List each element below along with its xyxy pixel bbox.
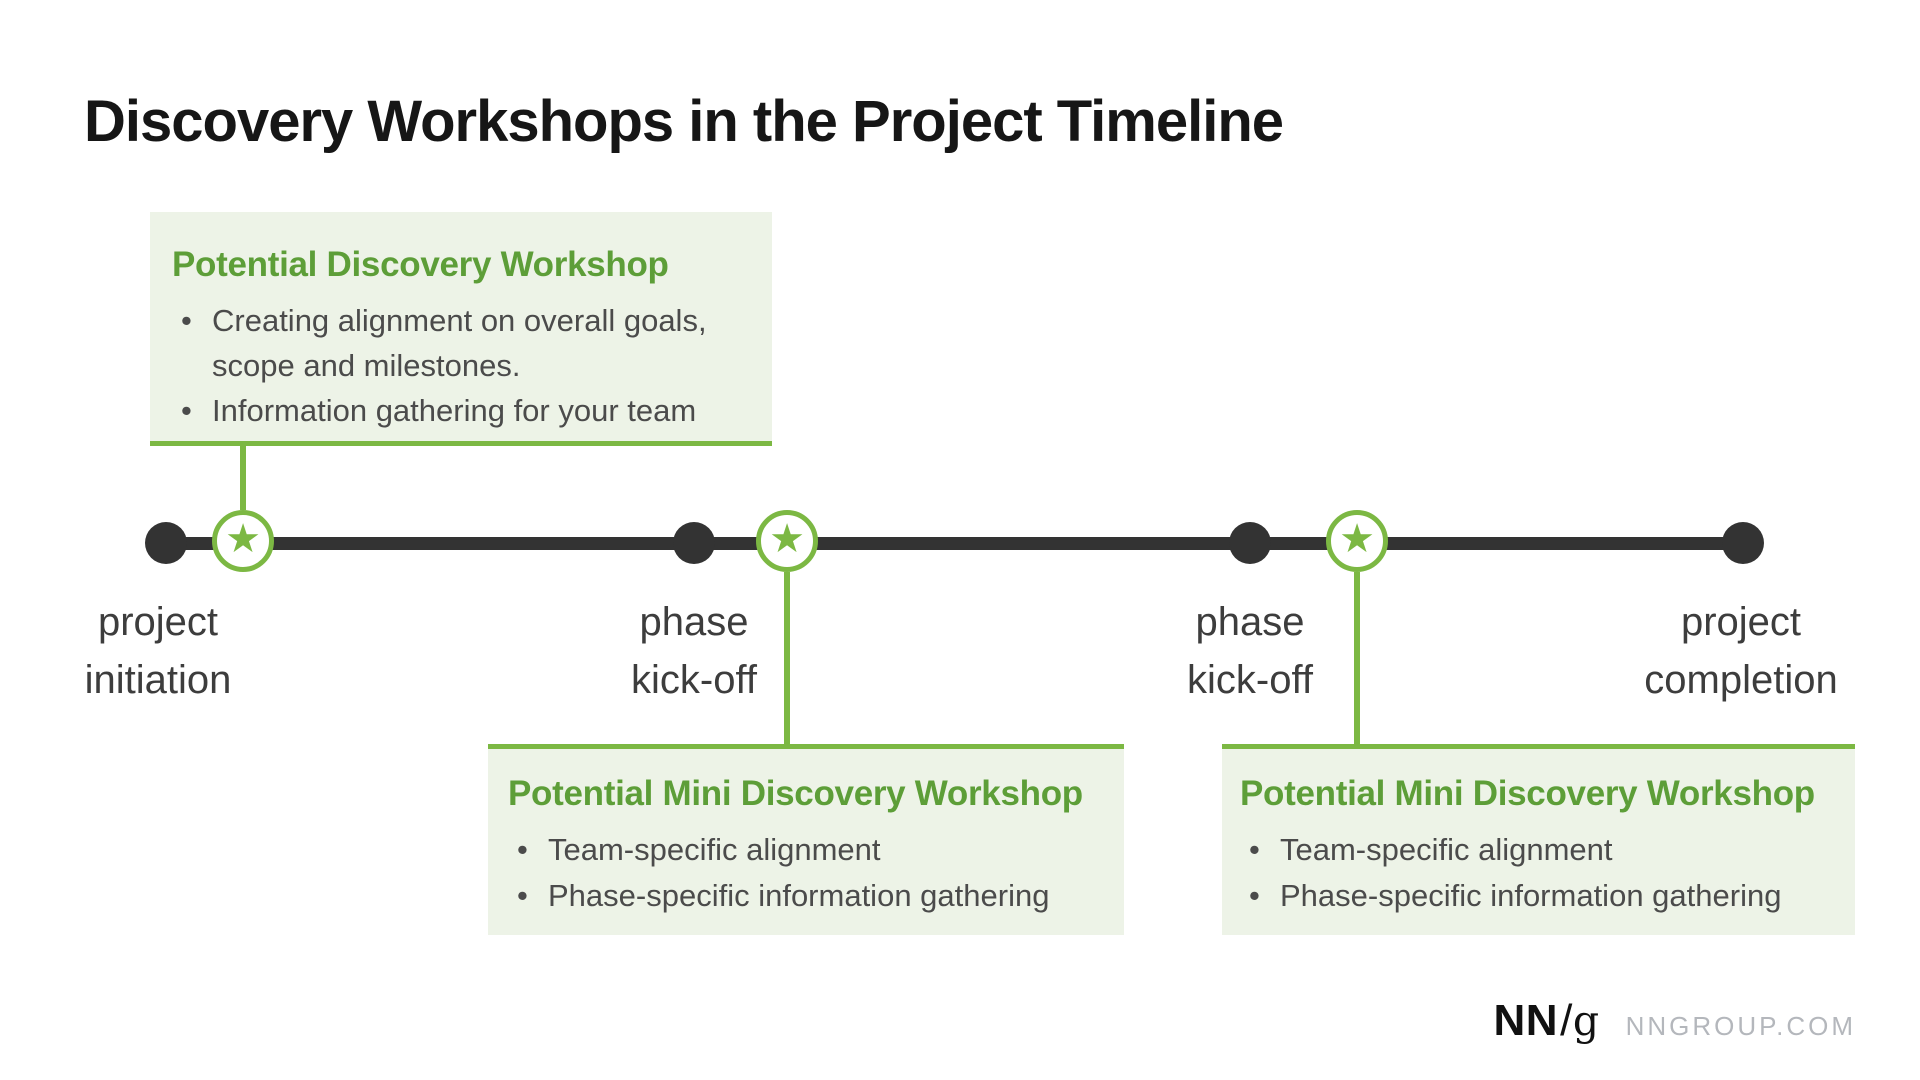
- bullet-text: Phase-specific information gathering: [1280, 878, 1782, 913]
- callout-title: Potential Mini Discovery Workshop: [508, 774, 1083, 813]
- milestone-dot-phase-kickoff-2: [1229, 522, 1271, 564]
- callout-mini-discovery-workshop-1: Potential Mini Discovery Workshop • Team…: [488, 744, 1124, 935]
- milestone-label-line: initiation: [84, 658, 232, 702]
- bullet-icon: •: [517, 832, 528, 867]
- bullet-icon: •: [517, 878, 528, 913]
- milestone-dot-project-initiation: [145, 522, 187, 564]
- bullet-item: • Creating alignment on overall goals, s…: [172, 298, 758, 388]
- nng-logo-g: g: [1572, 997, 1600, 1045]
- bullet-text: Phase-specific information gathering: [548, 878, 1050, 913]
- connector-line: [1354, 572, 1360, 744]
- milestone-label-phase-kickoff-1: phase kick-off: [524, 593, 864, 709]
- milestone-label-project-completion: project completion: [1571, 593, 1911, 709]
- workshop-star-marker-2: ★: [756, 510, 818, 572]
- bullet-text: Team-specific alignment: [1280, 832, 1613, 867]
- milestone-dot-phase-kickoff-1: [673, 522, 715, 564]
- bullet-item: • Phase-specific information gathering: [1240, 873, 1841, 919]
- bullet-item: • Information gathering for your team: [172, 388, 758, 433]
- milestone-label-line: project: [97, 600, 219, 644]
- bullet-item: • Phase-specific information gathering: [508, 873, 1110, 919]
- bullet-text: Team-specific alignment: [548, 832, 881, 867]
- bullet-icon: •: [1249, 832, 1260, 867]
- milestone-label-line: phase: [639, 600, 749, 644]
- star-icon: ★: [1339, 516, 1375, 562]
- milestone-label-line: completion: [1644, 658, 1838, 702]
- nng-logo: NN/g: [1494, 996, 1600, 1046]
- milestone-label-phase-kickoff-2: phase kick-off: [1080, 593, 1420, 709]
- nng-logo-nn: NN: [1493, 996, 1559, 1045]
- bullet-icon: •: [1249, 878, 1260, 913]
- bullet-text: Information gathering for your team: [212, 393, 697, 428]
- milestone-label-line: phase: [1195, 600, 1305, 644]
- milestone-label-line: kick-off: [631, 658, 757, 702]
- milestone-label-line: project: [1680, 600, 1802, 644]
- milestone-dot-project-completion: [1722, 522, 1764, 564]
- bullet-text: Creating alignment on overall goals, sco…: [212, 303, 707, 383]
- workshop-star-marker-3: ★: [1326, 510, 1388, 572]
- star-icon: ★: [769, 516, 805, 562]
- connector-line: [240, 446, 246, 510]
- star-icon: ★: [225, 516, 261, 562]
- bullet-item: • Team-specific alignment: [508, 827, 1110, 873]
- bullet-icon: •: [181, 393, 192, 428]
- page-title: Discovery Workshops in the Project Timel…: [84, 89, 1284, 154]
- milestone-label-line: kick-off: [1187, 658, 1313, 702]
- callout-title: Potential Discovery Workshop: [172, 245, 669, 284]
- timeline-line: [150, 537, 1758, 550]
- callout-potential-discovery-workshop: Potential Discovery Workshop • Creating …: [150, 212, 772, 446]
- connector-line: [784, 572, 790, 744]
- bullet-icon: •: [181, 303, 192, 338]
- bullet-item: • Team-specific alignment: [1240, 827, 1841, 873]
- workshop-star-marker-1: ★: [212, 510, 274, 572]
- footer: NN/g NNGROUP.COM: [1494, 996, 1856, 1046]
- site-url: NNGROUP.COM: [1625, 1011, 1856, 1041]
- milestone-label-project-initiation: project initiation: [0, 593, 328, 709]
- callout-mini-discovery-workshop-2: Potential Mini Discovery Workshop • Team…: [1222, 744, 1855, 935]
- callout-title: Potential Mini Discovery Workshop: [1240, 774, 1815, 813]
- nng-logo-slash: /: [1560, 996, 1573, 1045]
